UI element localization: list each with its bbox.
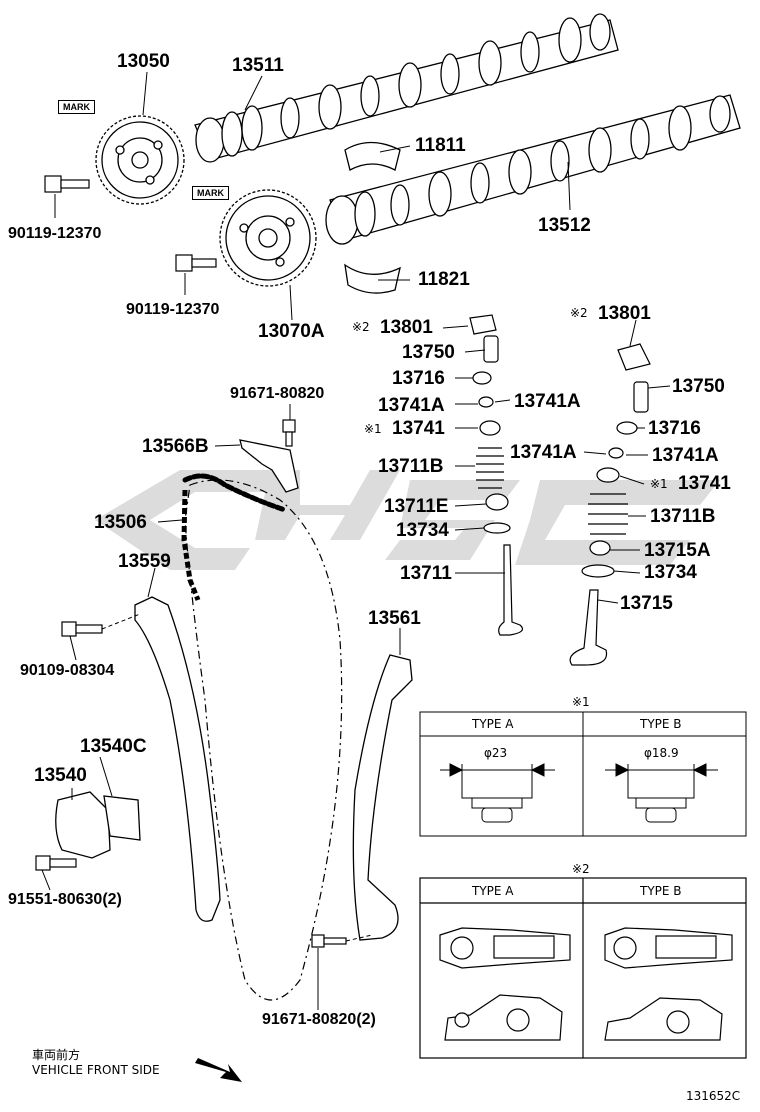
table2-col-b: TYPE B <box>640 884 682 898</box>
label-90109: 90109-08304 <box>20 662 115 679</box>
note-mark-1a: ※1 <box>364 422 382 436</box>
mark-label-1: MARK <box>58 100 95 114</box>
guide-13566b <box>239 439 299 493</box>
table1-dim-b: φ18.9 <box>644 746 679 760</box>
label-13715a: 13715A <box>644 540 711 561</box>
bolt-91671-a <box>282 419 296 447</box>
label-11821: 11821 <box>418 269 470 290</box>
label-13715: 13715 <box>620 593 673 614</box>
label-bolt-90119-a: 90119-12370 <box>8 225 102 242</box>
label-13540: 13540 <box>34 765 87 786</box>
chain-13506 <box>181 473 343 1001</box>
note-mark-2b: ※2 <box>570 306 588 320</box>
label-13711b-a: 13711B <box>378 456 444 477</box>
label-13716-b: 13716 <box>648 418 701 439</box>
valve-train-left <box>469 314 523 636</box>
guide-13561 <box>352 654 413 941</box>
label-13741-a: 13741 <box>392 418 445 439</box>
table2-title: ※2 <box>572 862 590 876</box>
label-13711: 13711 <box>400 563 452 584</box>
label-13741a-d: 13741A <box>652 445 719 466</box>
table1-col-b: TYPE B <box>640 717 682 731</box>
label-13506: 13506 <box>94 512 147 533</box>
label-bolt-90119-b: 90119-12370 <box>126 301 220 318</box>
label-13711e: 13711E <box>384 496 449 517</box>
label-13716-a: 13716 <box>392 368 445 389</box>
label-13741a-a: 13741A <box>378 395 445 416</box>
figure-id: 131652C <box>686 1089 741 1103</box>
table-type2 <box>419 877 747 1059</box>
bolt-91671-b <box>311 934 347 948</box>
table1-dim-a: φ23 <box>484 746 508 760</box>
bearing-11811 <box>344 141 401 171</box>
label-13750-a: 13750 <box>402 342 455 363</box>
bearing-11821 <box>344 263 401 294</box>
label-13559: 13559 <box>118 551 171 572</box>
label-91671-a: 91671-80820 <box>230 385 325 402</box>
camshaft-13512 <box>325 94 741 245</box>
label-13734-b: 13734 <box>644 562 697 583</box>
table1-title: ※1 <box>572 695 590 709</box>
label-13561: 13561 <box>368 608 421 629</box>
table2-col-a: TYPE A <box>472 884 514 898</box>
label-13540c: 13540C <box>80 736 147 757</box>
bolt-90119-a <box>44 175 90 193</box>
note-mark-2a: ※2 <box>352 320 370 334</box>
label-13734-a: 13734 <box>396 520 449 541</box>
direction-en: VEHICLE FRONT SIDE <box>32 1063 160 1077</box>
valve-train-right <box>569 343 651 666</box>
sprocket-13050 <box>95 115 185 205</box>
table-type1 <box>419 711 747 837</box>
sprocket-13070a <box>219 189 317 287</box>
label-13801-b: 13801 <box>598 303 651 324</box>
mark-label-2: MARK <box>192 186 229 200</box>
label-13711b-b: 13711B <box>650 506 716 527</box>
label-13511: 13511 <box>232 55 284 76</box>
leader-lines <box>41 71 671 1010</box>
direction-jp: 車両前方 <box>32 1048 81 1062</box>
label-13741a-b: 13741A <box>514 391 581 412</box>
front-direction-arrow <box>195 1058 242 1082</box>
label-91671-b: 91671-80820(2) <box>262 1011 376 1028</box>
label-13741-b: 13741 <box>678 473 731 494</box>
label-13750-b: 13750 <box>672 376 725 397</box>
label-13741a-c: 13741A <box>510 442 577 463</box>
guide-13559 <box>134 596 221 922</box>
label-13070a: 13070A <box>258 321 325 342</box>
bolt-90109 <box>61 621 103 637</box>
camshaft-13511 <box>194 13 619 163</box>
bolt-91551 <box>35 855 77 871</box>
table1-col-a: TYPE A <box>472 717 514 731</box>
label-13801-a: 13801 <box>380 317 433 338</box>
note-mark-1b: ※1 <box>650 477 668 491</box>
label-91551: 91551-80630(2) <box>8 891 122 908</box>
label-13566b: 13566B <box>142 436 209 457</box>
label-13512: 13512 <box>538 215 591 236</box>
label-13050: 13050 <box>117 51 170 72</box>
label-11811: 11811 <box>415 135 466 156</box>
bolt-90119-b <box>175 254 217 272</box>
tensioner-13540 <box>55 791 141 859</box>
